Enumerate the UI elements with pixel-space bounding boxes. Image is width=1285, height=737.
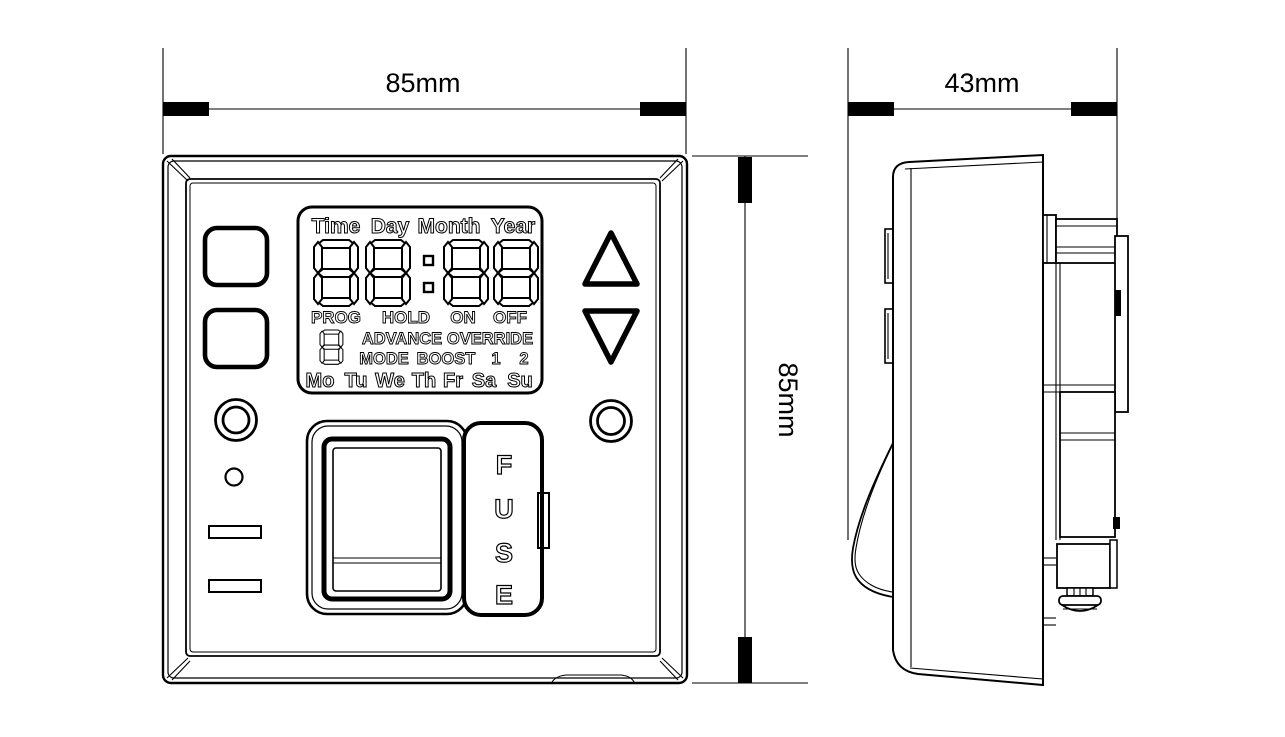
lcd-label-override: OVERRIDE bbox=[447, 330, 533, 348]
lcd-label-month: Month bbox=[418, 215, 481, 238]
lcd-advance-row: ADVANCE OVERRIDE bbox=[361, 330, 533, 349]
triangle-up-icon bbox=[582, 230, 640, 287]
lcd-label-time: Time bbox=[312, 215, 361, 238]
lcd-label-we: We bbox=[375, 370, 405, 392]
rear-plate bbox=[1114, 235, 1129, 413]
fuse-label: F U S E bbox=[494, 449, 515, 610]
bottom-tab bbox=[551, 674, 635, 683]
side-rear-assembly bbox=[1042, 214, 1129, 626]
function-button-bottom bbox=[202, 307, 270, 370]
colon-dot-bottom bbox=[422, 281, 435, 294]
lcd-mode-row: MODE BOOST 1 2 bbox=[359, 350, 529, 369]
lcd-label-sa: Sa bbox=[472, 370, 497, 392]
triangle-down-icon bbox=[582, 308, 640, 365]
fixing-screw-icon bbox=[1058, 587, 1102, 612]
lcd-label-day: Day bbox=[371, 215, 410, 238]
side-fuse-flap bbox=[851, 442, 894, 598]
lcd-label-off: OFF bbox=[493, 308, 527, 327]
fuse-carrier-tab bbox=[537, 492, 550, 549]
lcd-label-advance: ADVANCE bbox=[362, 330, 442, 348]
lcd-display: Time Day Month Year PROG HOLD ON OFF bbox=[296, 205, 544, 395]
colon-dot-top bbox=[422, 254, 435, 267]
terminal-block-mid bbox=[1059, 391, 1116, 538]
lcd-days-row: Mo Tu We Th Fr Sa Su bbox=[305, 370, 533, 393]
left-indicator-ring-icon bbox=[214, 398, 258, 442]
front-height-label: 85mm bbox=[773, 362, 803, 437]
lcd-label-th: Th bbox=[412, 370, 436, 392]
fuse-letter-f: F bbox=[496, 450, 513, 480]
front-bezel bbox=[161, 154, 689, 685]
front-view: Time Day Month Year PROG HOLD ON OFF bbox=[161, 154, 689, 685]
lcd-label-2: 2 bbox=[519, 350, 528, 368]
function-button-top bbox=[202, 225, 270, 288]
fuse-letter-e: E bbox=[495, 580, 513, 610]
lcd-header-row: Time Day Month Year bbox=[311, 215, 536, 239]
lcd-label-year: Year bbox=[491, 215, 535, 238]
right-indicator-ring-icon bbox=[589, 399, 633, 443]
front-width-label: 85mm bbox=[385, 68, 460, 98]
lcd-label-1: 1 bbox=[491, 350, 500, 368]
lcd-label-hold: HOLD bbox=[382, 308, 430, 327]
lcd-label-boost: BOOST bbox=[417, 350, 476, 368]
fuse-letter-u: U bbox=[494, 494, 514, 524]
vent-slot-top bbox=[208, 525, 262, 539]
vent-slot-bottom bbox=[208, 579, 262, 593]
side-faceplate bbox=[851, 153, 1044, 687]
led-indicator-icon bbox=[224, 467, 244, 487]
lcd-status-row: PROG HOLD ON OFF bbox=[311, 308, 528, 328]
lcd-label-on: ON bbox=[450, 308, 476, 327]
lcd-label-mo: Mo bbox=[306, 370, 335, 392]
side-button-bump-bottom bbox=[884, 308, 894, 364]
dimension-side-depth: 43mm bbox=[847, 48, 1118, 540]
side-button-bump-top bbox=[884, 228, 894, 284]
lcd-seven-segment-digits bbox=[313, 239, 539, 307]
lcd-label-su: Su bbox=[507, 370, 533, 392]
side-view bbox=[851, 153, 1129, 687]
fuse-letter-s: S bbox=[495, 538, 513, 568]
lcd-label-mode: MODE bbox=[359, 350, 409, 368]
side-depth-label: 43mm bbox=[944, 68, 1019, 98]
terminal-block-bottom bbox=[1056, 543, 1111, 589]
fuse-carrier: F U S E bbox=[462, 421, 550, 617]
lcd-label-fr: Fr bbox=[443, 370, 463, 392]
dimension-front-width: 85mm bbox=[162, 48, 687, 154]
lcd-label-tu: Tu bbox=[345, 370, 368, 392]
lcd-small-digit bbox=[319, 329, 344, 365]
lcd-label-prog: PROG bbox=[311, 308, 361, 327]
rocker-switch bbox=[305, 419, 469, 616]
dimension-front-height: 85mm bbox=[692, 155, 808, 684]
